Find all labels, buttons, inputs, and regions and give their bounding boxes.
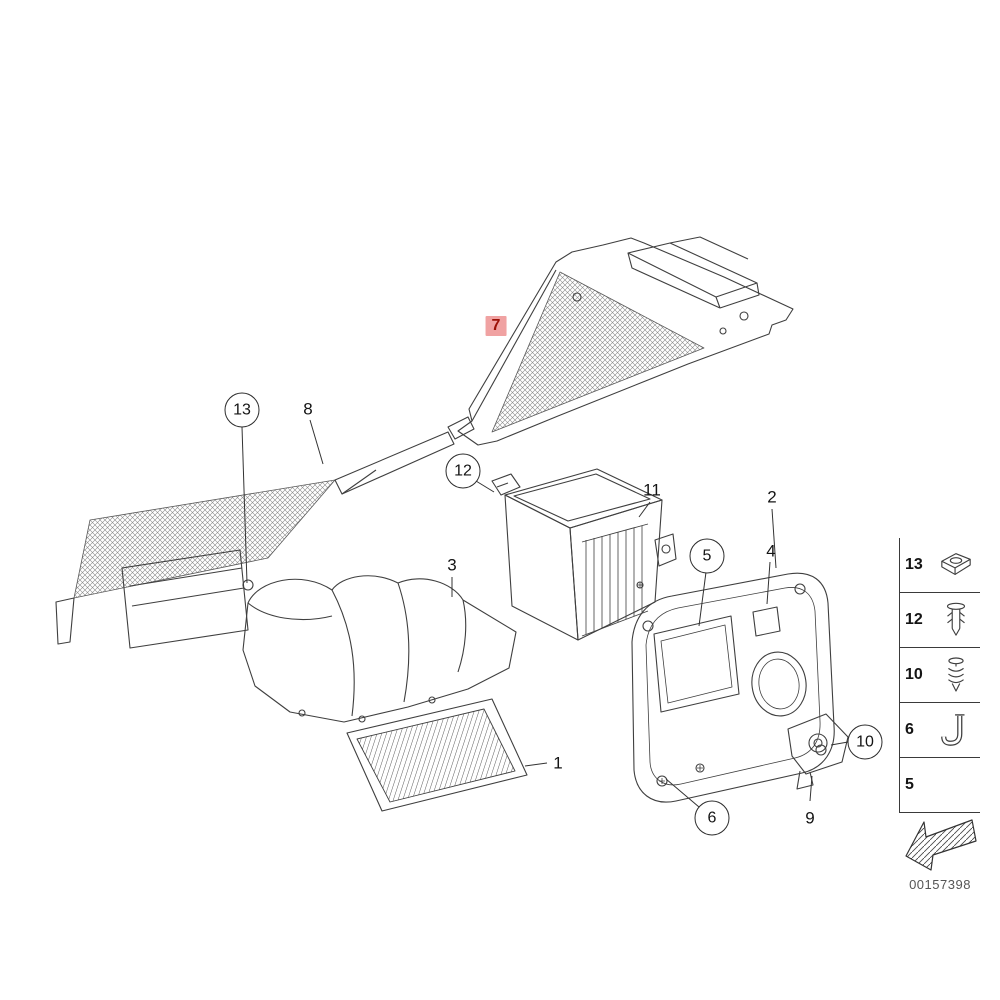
callout-13: 13	[224, 392, 260, 428]
legend-label-5: 5	[905, 776, 914, 793]
callout-9: 9	[805, 808, 815, 828]
expansion-rivet-icon	[932, 600, 980, 640]
j-hook-screw-icon	[932, 710, 980, 750]
legend-row-12: 12	[900, 593, 980, 648]
callout-5: 5	[689, 538, 725, 574]
legend-row-13: 13	[900, 538, 980, 593]
part-1-microfilter	[346, 698, 528, 812]
callout-2: 2	[767, 487, 777, 507]
legend-row-6: 6	[900, 703, 980, 758]
diagram-reference-number: 00157398	[909, 877, 971, 892]
part-11-air-duct-upper	[504, 468, 677, 641]
legend-label-13: 13	[905, 556, 923, 573]
part-9-bracket	[787, 713, 849, 790]
callout-12: 12	[445, 453, 481, 489]
callout-8: 8	[303, 399, 313, 419]
part-7-cowl-panel	[447, 236, 794, 446]
callout-4: 4	[766, 541, 776, 561]
callout-10: 10	[847, 724, 883, 760]
legend-label-12: 12	[905, 611, 923, 628]
legend-label-10: 10	[905, 666, 923, 683]
callout-7: 7	[485, 316, 507, 336]
callout-1: 1	[553, 753, 563, 773]
clip-nut-icon	[932, 548, 980, 582]
front-direction-arrow-icon	[905, 819, 977, 871]
callout-11: 11	[643, 480, 661, 500]
hardware-legend: 13 12 10	[899, 538, 980, 813]
part-3-air-duct-lower	[242, 575, 517, 723]
part-2-housing-cover	[631, 572, 835, 803]
legend-label-6: 6	[905, 721, 914, 738]
part-12-clip	[491, 473, 521, 496]
callout-3: 3	[447, 555, 457, 575]
callout-6: 6	[694, 800, 730, 836]
legend-row-5: 5	[900, 758, 980, 813]
leader-lines	[241, 419, 849, 808]
screw-spring-icon	[932, 655, 980, 695]
part-8-cowl-panel	[55, 431, 455, 649]
legend-row-10: 10	[900, 648, 980, 703]
